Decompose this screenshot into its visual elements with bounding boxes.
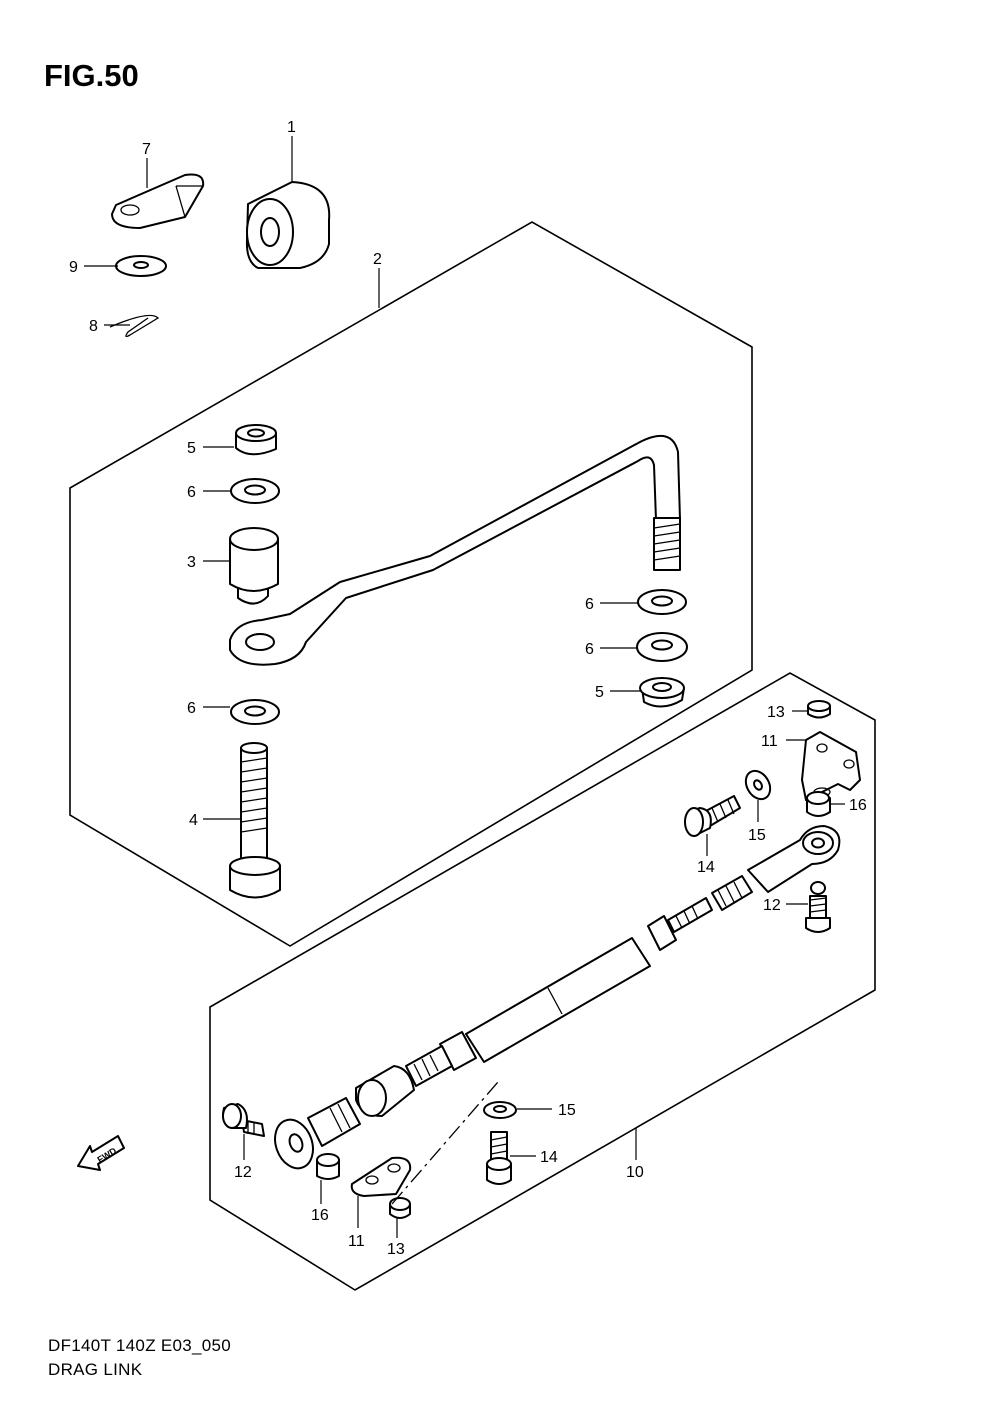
callout-13-top: 13 [767, 704, 785, 721]
callout-9: 9 [69, 259, 78, 276]
callout-3: 3 [187, 554, 196, 571]
diagram-name: DRAG LINK [48, 1360, 143, 1379]
bolt-part-12-bottom [222, 1103, 265, 1137]
collar-part [229, 527, 279, 605]
washer-part-6-a [230, 478, 280, 504]
nut-part-13-bottom [389, 1197, 411, 1219]
drag-link-rod-part [229, 434, 681, 666]
bolt-part-14-top [684, 795, 741, 837]
lever-part [111, 173, 205, 229]
callout-6-b: 6 [585, 596, 594, 613]
nut-part-5-top [235, 424, 277, 456]
bolt-part-12-top [805, 881, 831, 933]
washer-part-6-c [636, 632, 688, 662]
leader-lines [84, 136, 845, 1238]
callout-12-top: 12 [763, 897, 781, 914]
callout-6-c: 6 [585, 641, 594, 658]
bushing-part [245, 181, 331, 269]
washer-part-6-d [230, 699, 280, 725]
washer-part-9 [115, 255, 167, 277]
nut-part-13-top [807, 700, 831, 719]
callout-1: 1 [287, 119, 296, 136]
bolt-part-4 [229, 742, 281, 899]
figure-title: FIG.50 [44, 58, 139, 93]
callout-14-bottom: 14 [540, 1149, 558, 1166]
nut-part-5-right [639, 677, 685, 708]
bracket-part-11-top [801, 731, 861, 801]
group-box-drag-link [69, 221, 753, 947]
spacer-part-16-top [806, 791, 831, 817]
callout-11-bottom: 11 [348, 1233, 365, 1250]
callout-16-bottom: 16 [311, 1207, 329, 1224]
callout-14-top: 14 [697, 859, 715, 876]
bolt-part-14-bottom [486, 1131, 512, 1185]
callout-5-top: 5 [187, 440, 196, 457]
callout-6-a: 6 [187, 484, 196, 501]
callout-labels: 1 2 7 9 8 5 6 3 6 6 6 5 4 13 11 16 15 14… [69, 119, 867, 1258]
callout-2: 2 [373, 251, 382, 268]
fwd-arrow-icon: FWD [77, 1135, 125, 1171]
washer-part-6-b [637, 589, 687, 615]
callout-11-top: 11 [761, 733, 778, 750]
callout-16-top: 16 [849, 797, 867, 814]
cotter-pin-part [109, 314, 160, 338]
callout-7: 7 [142, 141, 151, 158]
callout-5-right: 5 [595, 684, 604, 701]
callout-4: 4 [189, 812, 198, 829]
callout-13-bottom: 13 [387, 1241, 405, 1258]
callout-12-bottom: 12 [234, 1164, 252, 1181]
callout-10: 10 [626, 1164, 644, 1181]
callout-6-d: 6 [187, 700, 196, 717]
spacer-part-16-bottom [316, 1153, 340, 1180]
group-box-drag-link-assy [209, 672, 876, 1291]
drag-link-assembly-part [274, 825, 841, 1170]
callout-15-top: 15 [748, 827, 766, 844]
washer-part-15-bottom [483, 1101, 517, 1119]
diagram-code: DF140T 140Z E03_050 [48, 1336, 232, 1355]
washer-part-15-top [744, 769, 772, 801]
bracket-part-11-bottom [350, 1156, 412, 1197]
callout-8: 8 [89, 318, 98, 335]
callout-15-bottom: 15 [558, 1102, 576, 1119]
